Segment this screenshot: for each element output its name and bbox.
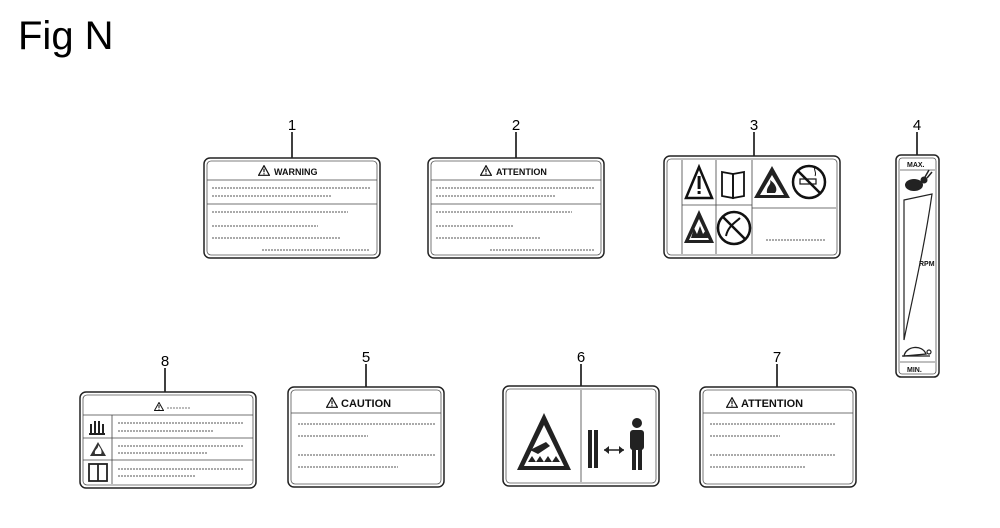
manual-book-icon [88, 463, 108, 482]
callout-5: 5 [362, 349, 370, 366]
no-fire-icon [754, 166, 790, 198]
label-1-warning: 1 WARNING [203, 117, 381, 259]
keep-distance-icon [588, 430, 624, 468]
callout-6: 6 [577, 349, 585, 366]
callout-1: 1 [288, 117, 296, 134]
label-6-crush-hazard: 6 [502, 349, 660, 487]
hot-surface-icon [684, 210, 714, 243]
min-label: MIN. [907, 367, 922, 374]
label-3-pictograms: 3 [663, 117, 841, 259]
label-7-attention: 7 ATTENTION [699, 349, 857, 488]
no-smoking-icon [791, 164, 827, 200]
hand-icon [89, 421, 105, 435]
manual-book-icon [721, 170, 745, 200]
callout-3: 3 [750, 117, 758, 134]
fire-icon [90, 442, 106, 456]
turtle-icon [902, 346, 932, 357]
no-contact-icon [716, 210, 752, 246]
label-2-attention: 2 ATTENTION [427, 117, 605, 259]
label-5-caution: 5 CAUTION [287, 349, 445, 488]
max-label: MAX. [907, 162, 925, 169]
rabbit-icon [905, 169, 933, 191]
person-icon [630, 418, 644, 470]
attention-header: ATTENTION [496, 167, 547, 177]
callout-7: 7 [773, 349, 781, 366]
throttle-wedge [903, 193, 933, 341]
warning-header: WARNING [274, 167, 318, 177]
attention-header-7: ATTENTION [741, 398, 803, 410]
label-8-icon-list: 8 [79, 353, 257, 489]
callout-4: 4 [913, 117, 921, 134]
callout-8: 8 [161, 353, 169, 370]
label-4-throttle-strip: 4 MAX. RPM MIN. [895, 117, 940, 378]
hand-crush-hazard-icon [517, 413, 571, 470]
rpm-label: RPM [919, 261, 935, 268]
warning-triangle-icon [684, 163, 714, 200]
figure-title: Fig N [18, 14, 114, 58]
caution-header: CAUTION [341, 398, 391, 410]
callout-2: 2 [512, 117, 520, 134]
